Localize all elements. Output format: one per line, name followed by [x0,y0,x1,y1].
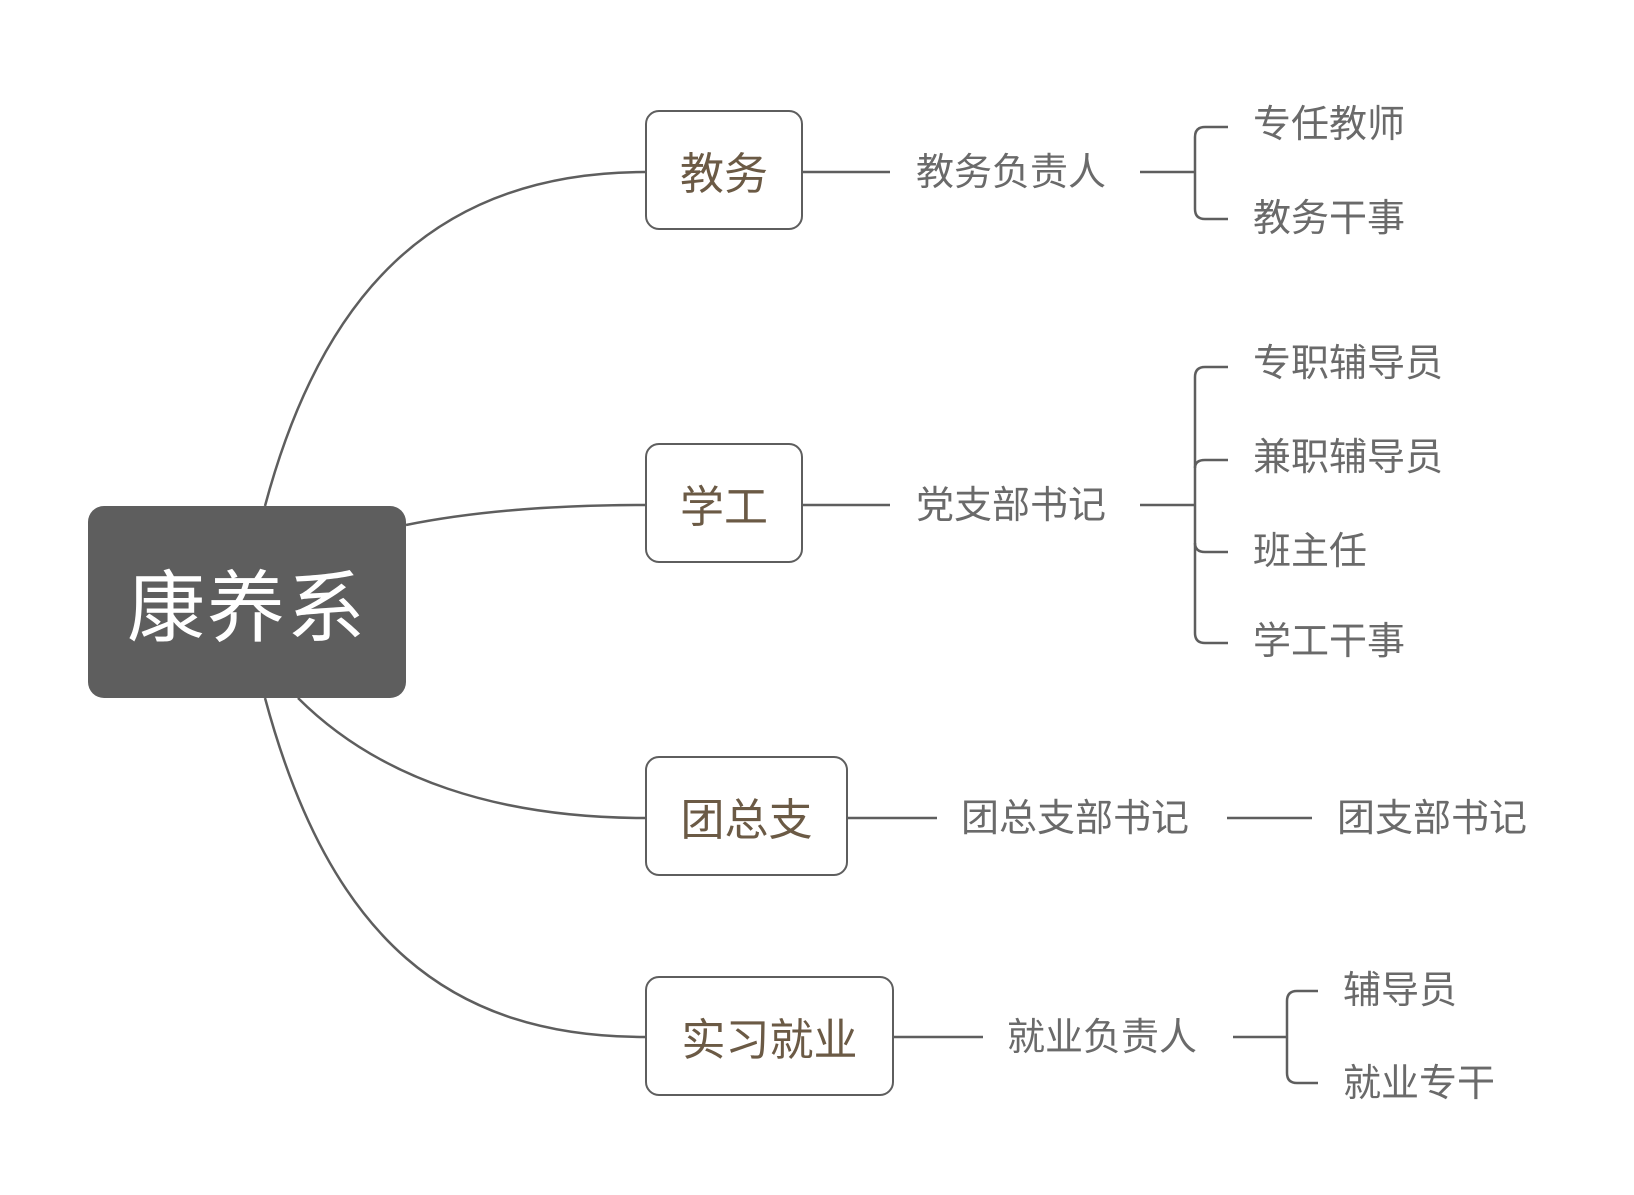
bracket-tick-xuegong-3 [1193,542,1228,554]
child-node-jiaowu-1[interactable]: 专任教师 [1253,102,1406,146]
child-node-xuegong-1[interactable]: 专职辅导员 [1253,341,1444,385]
branch-node-shixijiuye[interactable]: 实习就业 [645,976,894,1096]
lead-node-shixijiuye[interactable]: 就业负责人 [1007,1015,1198,1059]
bracket-shixijiuye [1285,989,1318,1085]
lead-node-xuegong[interactable]: 党支部书记 [916,483,1107,527]
branch-node-xuegong[interactable]: 学工 [645,443,803,563]
connector-root-shixijiuye [263,697,646,1039]
child-node-xuegong-2[interactable]: 兼职辅导员 [1253,435,1444,479]
child-node-xuegong-4[interactable]: 学工干事 [1253,619,1406,663]
connector-root-xuegong [405,503,646,527]
bracket-jiaowu [1193,125,1228,221]
connector-root-jiaowu [263,170,646,507]
branch-node-tuanzongzhi[interactable]: 团总支 [645,756,848,876]
child-node-shixijiuye-1[interactable]: 辅导员 [1343,968,1458,1012]
branch-node-jiaowu[interactable]: 教务 [645,110,803,230]
root-node[interactable]: 康养系 [88,506,406,698]
bracket-xuegong [1193,365,1228,645]
child-node-shixijiuye-2[interactable]: 就业专干 [1343,1061,1496,1105]
connector-root-tuanzongzhi [297,697,646,820]
lead-node-tuanzongzhi[interactable]: 团总支部书记 [961,796,1190,840]
child-node-xuegong-3[interactable]: 班主任 [1253,529,1368,573]
lead-node-jiaowu[interactable]: 教务负责人 [916,150,1107,194]
child-node-jiaowu-2[interactable]: 教务干事 [1253,196,1406,240]
bracket-tick-xuegong-2 [1193,458,1228,469]
child-node-tuanzongzhi-1[interactable]: 团支部书记 [1337,796,1528,840]
